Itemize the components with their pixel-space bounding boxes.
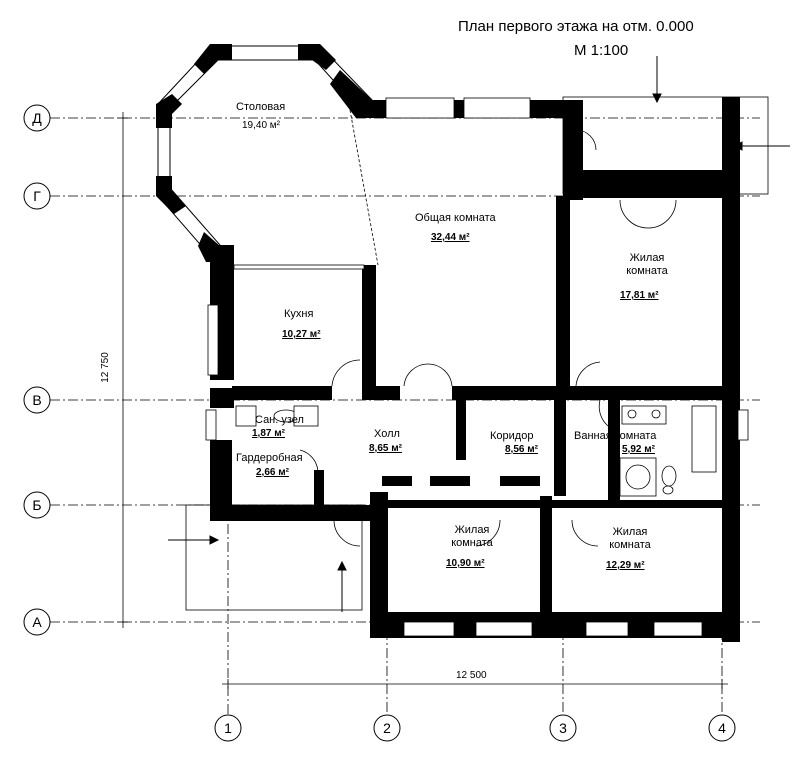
dimension-width: 12 500 [456,670,487,681]
doors [299,109,677,547]
axis-row-v: В [32,392,42,408]
axis-col-1: 1 [224,720,232,736]
room-kitchen-name: Кухня [284,308,314,320]
axis-row-a: А [32,614,42,630]
room-living1-name: Жилая комната [626,252,668,277]
room-corridor-name: Коридор [490,430,534,442]
entry-arrows [168,56,790,612]
room-living1-area: 17,81 м² [620,290,659,301]
axis-col-3: 3 [559,720,567,736]
room-living2-area: 10,90 м² [446,558,485,569]
axis-row-b: Б [32,497,42,513]
axis-col-4: 4 [718,720,726,736]
plan-scale: М 1:100 [574,42,629,59]
fixtures [235,405,717,497]
room-living3-area: 12,29 м² [606,560,645,571]
room-wardrobe-area: 2,66 м² [256,467,289,478]
axis-row-g: Г [33,188,41,204]
room-living3-name: Жилая комната [609,526,651,551]
plan-title: План первого этажа на отм. 0.000 [458,18,694,35]
room-bathroom-area: 5,92 м² [622,444,655,455]
axis-markers [23,104,736,742]
room-bath-small-name: Сан. узел [255,414,304,426]
room-dining-area: 19,40 м² [242,120,281,131]
room-living2-name: Жилая комната [451,524,493,549]
room-dining-name: Столовая [236,101,286,113]
windows [205,97,749,637]
room-corridor-area: 8,56 м² [505,444,538,455]
room-bathroom-name: Ванная комната [574,430,657,442]
room-hall-area: 8,65 м² [369,443,402,454]
dimension-height: 12 750 [99,352,111,383]
room-common-name: Общая комната [415,212,496,224]
dimension-lines [118,112,728,689]
room-hall-name: Холл [374,428,400,440]
axis-row-d: Д [32,110,42,126]
axis-col-2: 2 [383,720,391,736]
room-bath-small-area: 1,87 м² [252,428,285,439]
room-kitchen-area: 10,27 м² [282,329,321,340]
room-common-area: 32,44 м² [431,232,470,243]
room-wardrobe-name: Гардеробная [236,452,303,464]
